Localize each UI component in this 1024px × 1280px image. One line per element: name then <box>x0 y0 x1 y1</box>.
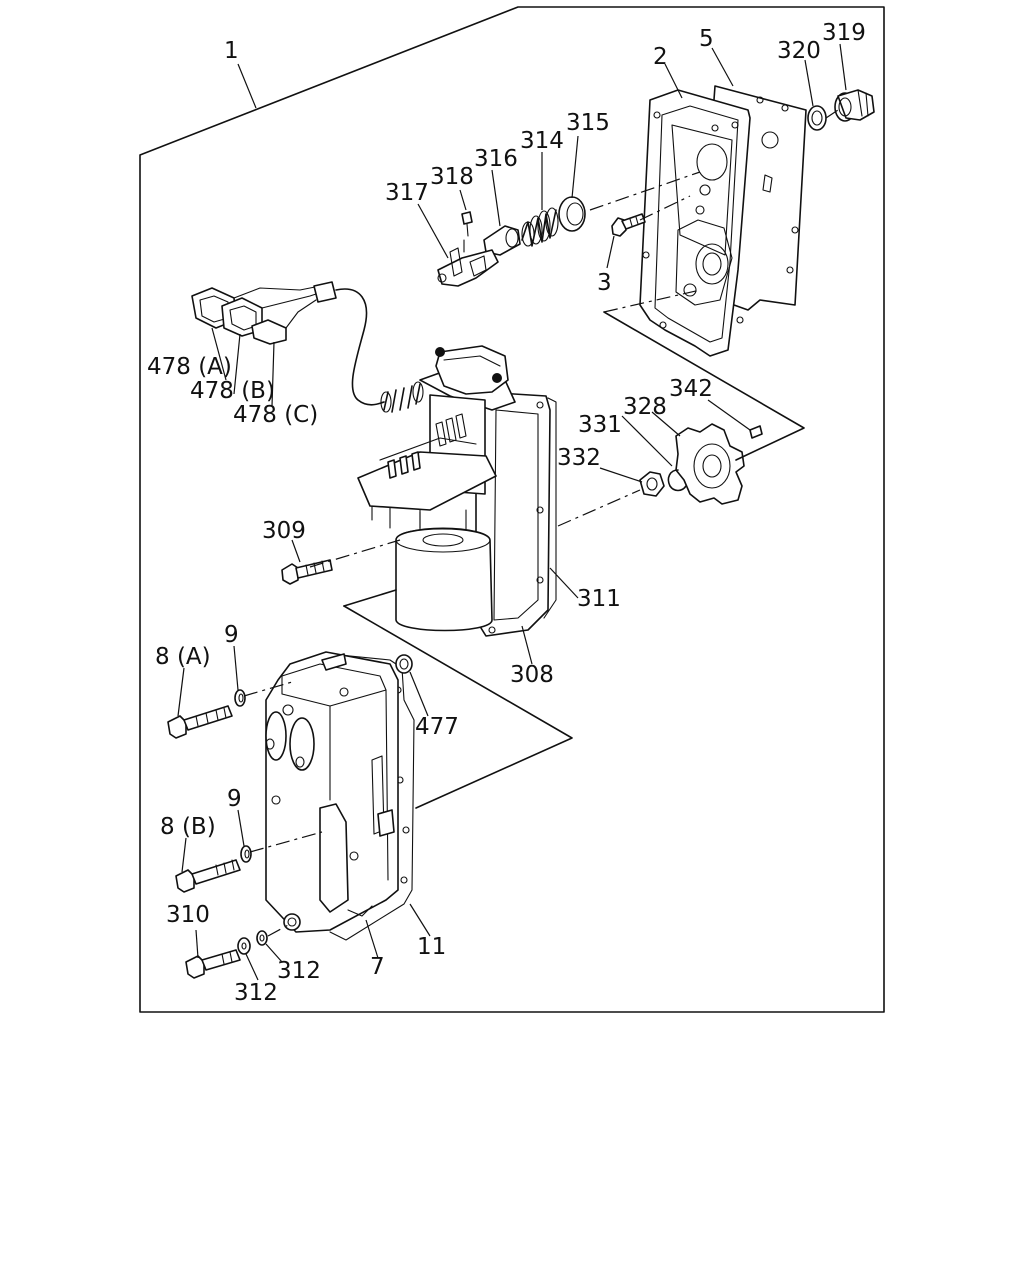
label-bolt-a: 8 (A) <box>155 644 211 670</box>
washer-9-lower <box>240 845 252 863</box>
nut-332 <box>639 471 665 497</box>
label-connector-c: 478 (C) <box>233 402 318 428</box>
label-assembly: 1 <box>224 38 239 64</box>
seal-ring <box>558 196 586 232</box>
case-bolt <box>611 213 646 237</box>
label-snap-ring: 331 <box>578 412 622 438</box>
lever-328 <box>675 423 745 505</box>
actuator-body <box>357 345 551 637</box>
label-washer-lower: 9 <box>227 786 242 812</box>
label-plug-washer: 320 <box>777 38 821 64</box>
plug-washer <box>807 105 827 131</box>
label-bolt-b: 8 (B) <box>160 814 216 840</box>
washer-312-front <box>256 930 268 946</box>
label-dowel: 477 <box>415 714 459 740</box>
gasket-311 <box>543 397 557 619</box>
label-spring-seat: 316 <box>474 146 518 172</box>
label-case-gasket: 5 <box>699 26 714 52</box>
connector-harness <box>191 281 385 406</box>
label-lower-cover: 7 <box>370 954 385 980</box>
label-gasket-311: 311 <box>577 586 621 612</box>
label-washer-312-rear: 312 <box>234 980 278 1006</box>
washer-312-rear <box>237 937 251 955</box>
label-nut: 332 <box>557 445 601 471</box>
label-case-bolt: 3 <box>597 270 612 296</box>
spring <box>521 207 559 247</box>
label-screw-318: 318 <box>430 164 474 190</box>
pin-342 <box>749 425 763 439</box>
leader-lines <box>177 43 847 981</box>
label-seal-ring: 315 <box>566 110 610 136</box>
snap-ring <box>667 469 687 492</box>
dowel-477 <box>395 654 413 674</box>
label-plug: 319 <box>822 20 866 46</box>
label-bracket: 317 <box>385 180 429 206</box>
label-washer-312-front: 312 <box>277 958 321 984</box>
assembly-lines <box>243 109 839 937</box>
bolt-310 <box>185 949 241 979</box>
cover-case <box>639 85 807 357</box>
label-actuator-body: 308 <box>510 662 554 688</box>
callout-labels: 1 2 5 320 319 315 314 316 318 317 3 478 … <box>147 20 866 1006</box>
label-actuator-bolt: 309 <box>262 518 306 544</box>
label-cover-case: 2 <box>653 44 668 70</box>
label-bolt-310: 310 <box>166 902 210 928</box>
plug <box>834 89 875 122</box>
label-connector-b: 478 (B) <box>190 378 275 404</box>
bracket <box>437 239 499 287</box>
label-connector-a: 478 (A) <box>147 354 232 380</box>
screw-318 <box>461 211 473 237</box>
label-spring: 314 <box>520 128 564 154</box>
bolt-8a <box>167 705 233 739</box>
lower-cover <box>265 651 399 933</box>
assembly-frame <box>139 6 885 1013</box>
label-lower-gasket: 11 <box>417 934 446 960</box>
label-pin: 342 <box>669 376 713 402</box>
label-lever: 328 <box>623 394 667 420</box>
actuator-bolt <box>281 559 333 585</box>
washer-9-upper <box>234 689 246 707</box>
bolt-8b <box>175 859 241 893</box>
label-washer-upper: 9 <box>224 622 239 648</box>
